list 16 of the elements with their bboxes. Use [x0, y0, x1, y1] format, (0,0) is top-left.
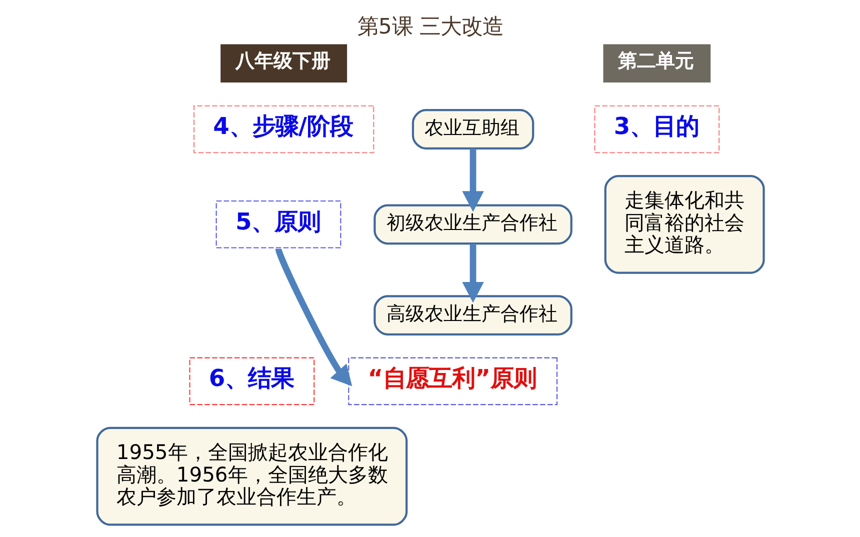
node-box: 1955年，全国掀起农业合作化高潮。1956年，全国绝大多数农户参加了农业合作生产。: [96, 426, 408, 526]
diagram-title: 第5课 三大改造: [356, 14, 504, 40]
node-box: “自愿互利”原则: [348, 357, 558, 406]
node-box: 5、原则: [215, 200, 341, 248]
label: 第二单元: [618, 48, 694, 72]
node-box: 高级农业生产合作社: [373, 295, 572, 336]
arrow: [462, 148, 484, 212]
node-box: 4、步骤/阶段: [192, 105, 374, 154]
node-box: 初级农业生产合作社: [373, 204, 572, 245]
node-box: 6、结果: [188, 357, 314, 406]
arrow: [274, 248, 352, 386]
arrow: [462, 244, 484, 303]
node-box: 3、目的: [594, 105, 720, 154]
node-box: 走集体化和共同富裕的社会主义道路。: [604, 174, 764, 274]
node-box: 农业互助组: [411, 109, 534, 150]
label: 八年级下册: [234, 48, 330, 72]
